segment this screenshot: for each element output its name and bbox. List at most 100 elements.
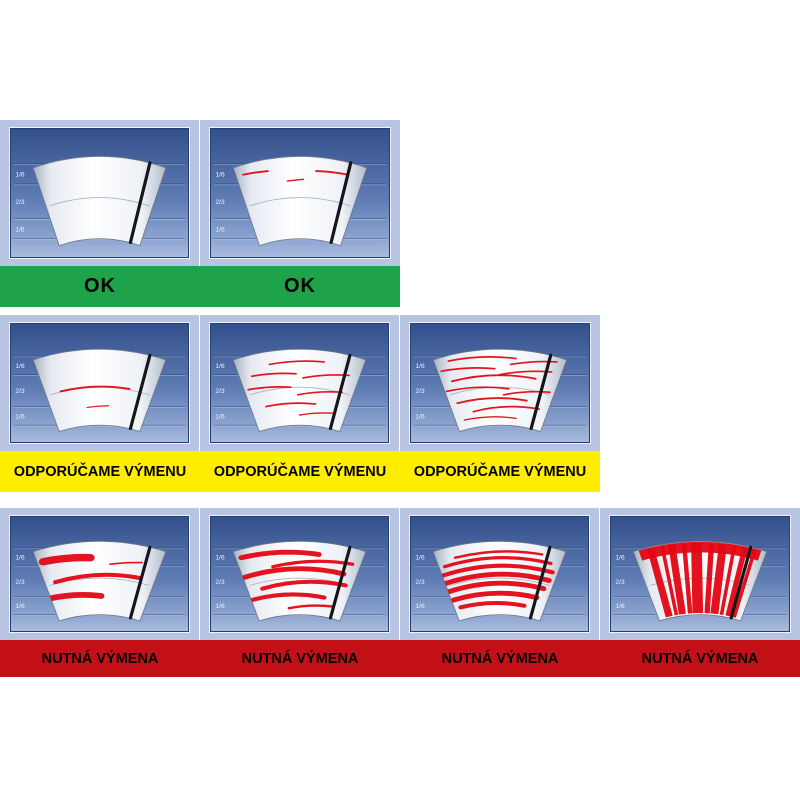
scale-label: 1/6 (15, 363, 25, 370)
wear-streak (249, 592, 327, 603)
scale-label: 2/3 (215, 199, 224, 206)
wear-marks (38, 553, 143, 603)
wear-streak (456, 397, 528, 405)
wear-marks (638, 541, 762, 618)
cell-frame: 1/6 2/3 1/6 (400, 508, 599, 640)
wiper-blade (528, 545, 552, 620)
scale-label: 1/6 (215, 226, 224, 233)
wear-streak (458, 601, 527, 610)
wear-streak (440, 563, 555, 578)
wear-streak (286, 178, 305, 182)
wear-top-band (638, 541, 762, 561)
wear-streak (450, 374, 537, 383)
wiper-test-image: 1/62/31/6 (213, 155, 387, 247)
wear-streak (38, 553, 95, 566)
wiper-swept-area (32, 348, 167, 433)
wear-streak (260, 579, 348, 591)
wiper-blade (328, 353, 352, 431)
wear-streak (442, 556, 553, 569)
scale-label: 1/6 (15, 226, 24, 233)
wiper-swept-area (432, 348, 568, 433)
wear-streak (43, 592, 105, 603)
wear-streak (450, 590, 540, 603)
scale-label: 1/6 (415, 414, 425, 421)
wear-streak (109, 561, 143, 566)
scale-label: 1/6 (15, 603, 25, 610)
wear-streak (86, 405, 109, 409)
wear-streak (441, 571, 552, 587)
scale-label: 2/3 (215, 579, 225, 586)
scale-label: 2/3 (15, 579, 25, 586)
wiper-blade (128, 545, 152, 620)
wiper-test-image: 1/62/31/6 (213, 348, 386, 433)
wiper-swept-area (32, 540, 167, 622)
wear-streak (453, 550, 544, 559)
wear-streak (509, 360, 558, 366)
wiper-blade (128, 161, 152, 245)
status-label-recommend: ODPORÚČAME VÝMENU (213, 463, 387, 480)
scale-label: 1/6 (215, 363, 225, 370)
scale-label: 1/6 (15, 171, 24, 178)
wear-streak (298, 412, 336, 416)
wear-streak (268, 360, 326, 366)
status-label-replace: NUTNÁ VÝMENA (441, 650, 559, 667)
wiper-blade (529, 353, 553, 431)
wiper-test-image: 1/62/31/6 (613, 540, 787, 622)
wear-streak (241, 566, 347, 580)
scale-label: 1/6 (15, 414, 25, 421)
scale-label: 2/3 (415, 579, 425, 586)
wear-streak (238, 549, 322, 561)
wear-streak (264, 402, 317, 408)
wear-streak (242, 170, 269, 176)
wear-streak (447, 356, 517, 362)
scale-label: 1/6 (415, 603, 425, 610)
wear-streak (59, 385, 131, 393)
scale-label: 1/6 (615, 555, 625, 562)
wear-band (719, 545, 737, 616)
wiper-test-image: 1/62/31/6 (213, 540, 386, 622)
status-label-replace: NUTNÁ VÝMENA (241, 650, 359, 667)
wear-band (668, 544, 686, 615)
row-replacement-required: 1/6 2/3 1/6 1/6 2/3 1/6 (0, 508, 800, 677)
wiper-blade (328, 545, 352, 620)
wear-streak (463, 416, 517, 421)
wear-marks (59, 385, 131, 409)
wear-streak (502, 390, 551, 396)
scale-label: 1/6 (415, 555, 425, 562)
wear-band (710, 543, 727, 615)
wiper-test-image: 1/62/31/6 (13, 155, 186, 247)
wear-streak (250, 372, 297, 378)
status-label-ok: OK (284, 275, 316, 297)
wiper-blade (128, 353, 152, 431)
wiper-test-image: 1/6 2/3 1/6 (413, 540, 586, 622)
scale-label: 2/3 (415, 388, 425, 395)
status-bar-replace: NUTNÁ VÝMENA NUTNÁ VÝMENA NUTNÁ VÝMENA N… (0, 640, 800, 677)
wear-band (660, 546, 679, 616)
wear-band (681, 543, 693, 614)
wear-streak (445, 386, 510, 393)
wear-cell: 1/6 2/3 1/6 (400, 508, 600, 640)
